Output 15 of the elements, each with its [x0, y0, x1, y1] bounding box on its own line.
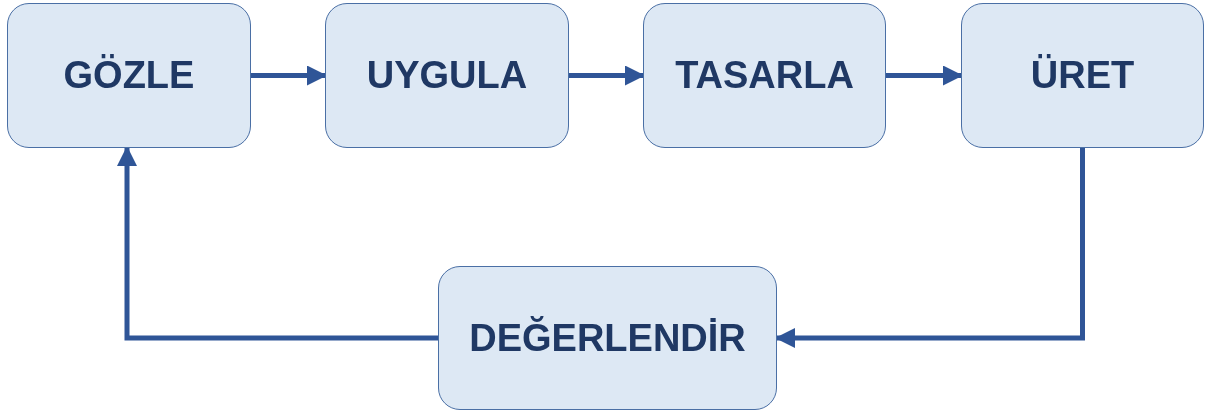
box-label: ÜRET — [1030, 54, 1135, 97]
process-box — [438, 266, 777, 410]
box-label: GÖZLE — [63, 54, 195, 97]
box-label: TASARLA — [675, 54, 854, 97]
process-box — [325, 3, 569, 148]
arrow — [775, 148, 1085, 348]
process-box — [7, 3, 251, 148]
box-label: UYGULA — [366, 54, 528, 97]
process-box — [643, 3, 886, 148]
arrow — [886, 65, 963, 86]
arrow — [251, 65, 327, 86]
arrow — [569, 65, 645, 86]
arrow — [117, 146, 438, 341]
box-label: DEĞERLENDİR — [469, 316, 746, 360]
process-box — [961, 3, 1204, 148]
